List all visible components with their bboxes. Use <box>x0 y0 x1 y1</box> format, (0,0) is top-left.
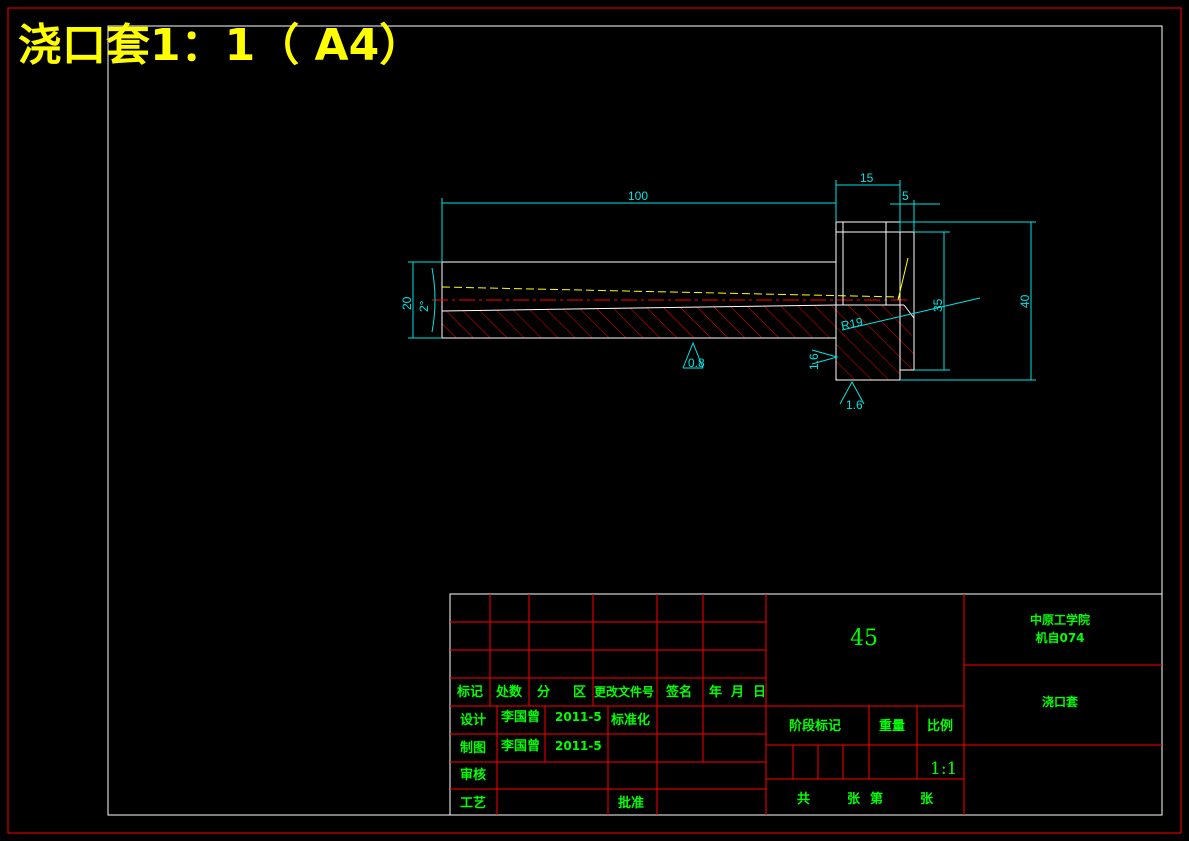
dim-outer-dia: 40 <box>1018 294 1032 308</box>
roughness-b: 1.6 <box>807 353 821 370</box>
header-change-doc: 更改文件号 <box>594 684 654 699</box>
total-label: 共 <box>797 791 810 807</box>
part-name: 浇口套 <box>1042 694 1079 709</box>
roughness-a: 0.8 <box>688 356 705 370</box>
header-mark: 标记 <box>456 684 483 700</box>
scale-label: 比例 <box>927 718 953 734</box>
header-count: 处数 <box>495 684 523 700</box>
process-label: 工艺 <box>460 795 486 811</box>
scale-value: 1:1 <box>930 759 957 779</box>
dim-flange-width: 15 <box>860 171 874 185</box>
dim-step-width: 5 <box>902 189 909 203</box>
header-month: 月 <box>730 685 744 700</box>
roughness-c: 1.6 <box>846 398 863 412</box>
header-signature: 签名 <box>665 684 692 700</box>
header-year: 年 <box>709 684 722 700</box>
stage-label: 阶段标记 <box>789 718 841 734</box>
header-zone-qu: 区 <box>573 685 586 700</box>
standard-label: 标准化 <box>610 712 650 728</box>
dim-length: 100 <box>628 189 648 203</box>
approve-label: 批准 <box>618 795 644 811</box>
page-label: 第 <box>870 791 883 807</box>
flange-section-hatch <box>836 305 914 380</box>
dim-taper: 2° <box>417 300 431 312</box>
review-label: 审核 <box>460 767 486 783</box>
draw-name: 李国曾 <box>500 738 540 754</box>
dim-bore-dia: 20 <box>400 296 414 310</box>
title-block <box>449 593 1163 816</box>
design-name: 李国曾 <box>500 709 540 725</box>
header-zone-fen: 分 <box>537 684 550 700</box>
shank-section-hatch <box>442 305 836 338</box>
draw-label: 制图 <box>460 740 486 756</box>
design-date: 2011-5 <box>555 710 602 724</box>
title-block-text: 45 中原工学院 机自074 浇口套 标记 处数 分 区 更改文件号 签名 年 … <box>456 612 1090 811</box>
weight-label: 重量 <box>879 718 905 734</box>
part-view <box>432 221 915 381</box>
draw-date: 2011-5 <box>555 739 602 753</box>
outer-frame <box>7 7 1182 834</box>
dimension-lines <box>408 180 1036 405</box>
header-day: 日 <box>753 685 766 700</box>
school-name: 中原工学院 <box>1030 612 1090 627</box>
design-label: 设计 <box>460 712 486 728</box>
sheet-label: 张 <box>920 792 934 807</box>
material: 45 <box>850 626 878 651</box>
dim-inner-dia: 35 <box>931 298 945 312</box>
dim-radius: R19 <box>840 315 865 333</box>
drawing-title: 浇口套1：1（ A4） <box>18 20 423 71</box>
class-name: 机自074 <box>1035 630 1084 645</box>
sheets-label: 张 <box>847 792 861 807</box>
